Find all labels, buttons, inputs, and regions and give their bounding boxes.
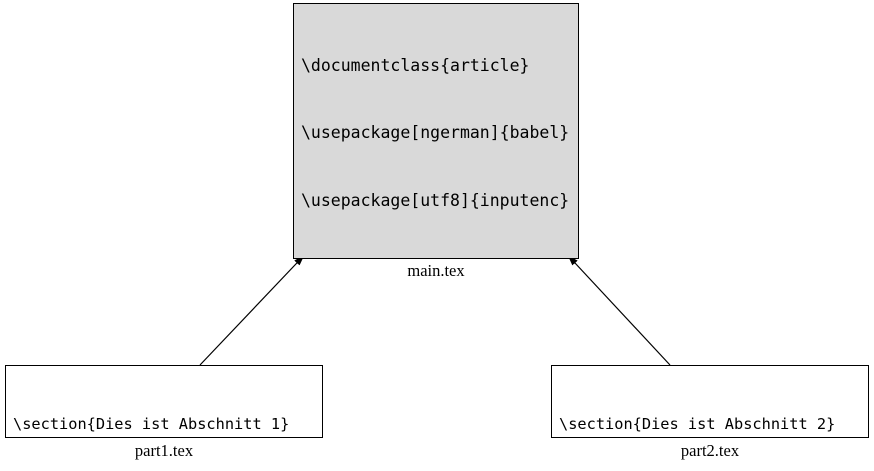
part2-tex-filename-caption: part2.tex	[680, 441, 740, 460]
arrow-part1-to-main	[199, 255, 305, 366]
part1-tex-code-box: \section{Dies ist Abschnitt 1} Hier ein …	[5, 365, 323, 438]
code-line: \usepackage[ngerman]{babel}	[301, 123, 570, 143]
code-line: \usepackage[T1]{fontenc}	[301, 257, 578, 259]
main-tex-code-box: \documentclass{article} \usepackage[nger…	[293, 3, 579, 259]
code-line: \documentclass{article}	[301, 55, 530, 75]
part1-tex-filename-caption: part1.tex	[134, 441, 194, 460]
code-line: \section{Dies ist Abschnitt 1}	[13, 415, 290, 434]
main-tex-filename-caption: main.tex	[407, 261, 465, 280]
code-line: \usepackage[utf8]{inputenc}	[301, 190, 570, 210]
code-line: \section{Dies ist Abschnitt 2}	[559, 415, 836, 434]
part2-tex-code-box: \section{Dies ist Abschnitt 2} Hier ein …	[551, 365, 869, 438]
arrow-part2-to-main	[567, 255, 671, 366]
